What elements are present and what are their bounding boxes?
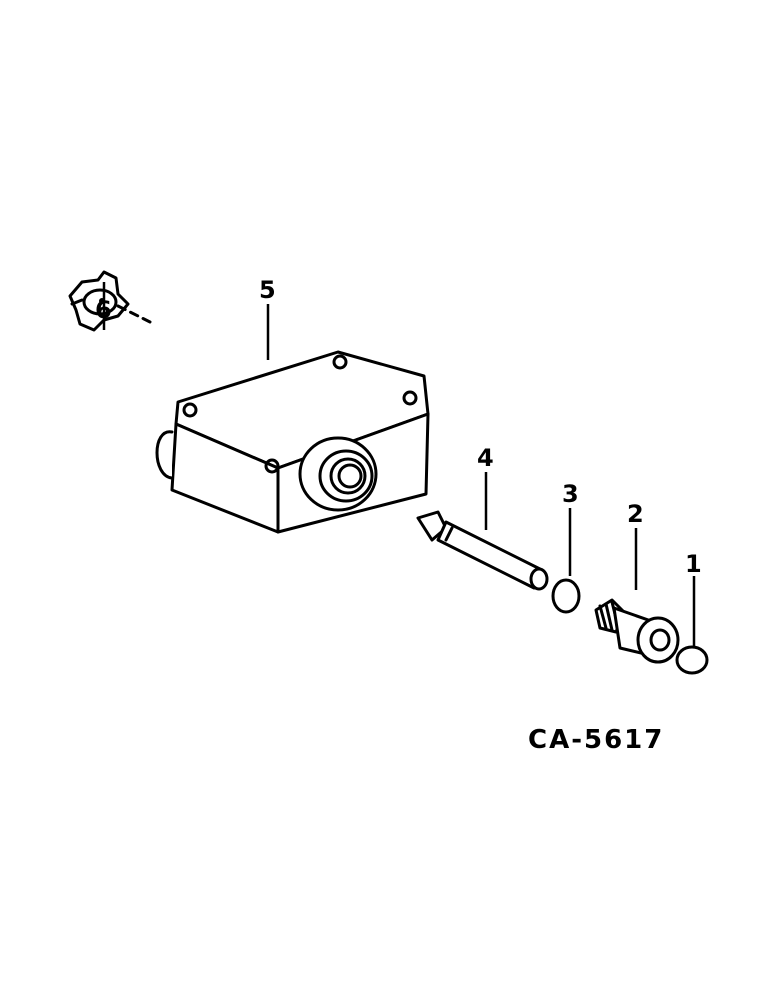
part-6-dashed-axis xyxy=(116,304,152,324)
callout-6: 6 xyxy=(95,296,112,324)
part-5-valve-body xyxy=(155,350,430,534)
part-6-knob xyxy=(68,270,130,332)
callout-1: 1 xyxy=(685,550,702,578)
part-2-fitting xyxy=(594,598,680,664)
figure-id: CA-5617 xyxy=(528,725,664,755)
callout-4: 4 xyxy=(477,444,494,472)
part-4-needle xyxy=(416,510,549,591)
callout-2: 2 xyxy=(627,500,644,528)
callout-5: 5 xyxy=(259,276,276,304)
callout-3: 3 xyxy=(562,480,579,508)
part-1-o-ring xyxy=(675,645,709,675)
part-3-o-ring xyxy=(551,578,581,614)
